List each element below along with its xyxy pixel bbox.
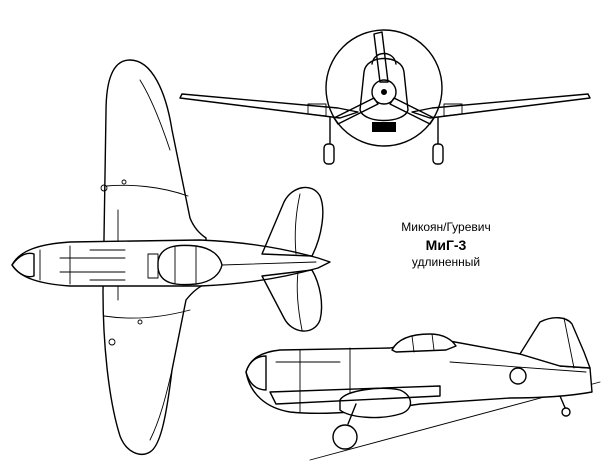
plan-tailplane-lower [261, 269, 323, 332]
plan-fuselage-spine [221, 261, 317, 266]
plan-tailplane-upper [261, 186, 324, 257]
front-blade-right [389, 97, 435, 125]
side-rudder-line [563, 317, 575, 369]
plan-elevator-upper [294, 193, 301, 255]
plan-rivet-1 [100, 184, 108, 192]
plan-wing-flap-lower [103, 309, 191, 319]
side-spinner [245, 355, 267, 391]
plan-aileron-lower [149, 369, 173, 441]
front-view [179, 29, 591, 165]
caption-model: МиГ-3 [425, 237, 467, 253]
plan-aileron-upper [139, 79, 171, 151]
front-radiator-left [307, 103, 327, 117]
plan-wing-flap-upper [105, 184, 189, 197]
side-canopy-frame-2 [431, 333, 435, 351]
side-canopy [391, 333, 457, 353]
front-blade-top [373, 31, 389, 83]
plan-spinner [11, 252, 35, 278]
side-radiator [339, 387, 412, 419]
plan-fuselage [11, 239, 331, 287]
front-wheel-left [323, 143, 335, 165]
caption-variant: удлиненный [411, 255, 481, 269]
front-chin-intake [372, 122, 396, 132]
side-canopy-frame-1 [411, 335, 415, 353]
plan-rivet-3 [108, 338, 116, 346]
plan-view [11, 59, 331, 455]
front-canopy [371, 52, 397, 65]
caption-designer: Микоян/Гуревич [401, 220, 491, 234]
side-tailwheel [561, 407, 571, 417]
side-view [245, 317, 601, 461]
front-radiator-right [443, 103, 463, 117]
plan-rivet-2 [121, 179, 127, 185]
front-propeller-disc [325, 29, 443, 147]
side-fuselage-stringer [449, 361, 587, 373]
side-fuselage [245, 339, 593, 414]
side-gear-leg [347, 403, 357, 425]
plan-wing [102, 59, 207, 455]
side-wing-root [269, 385, 441, 405]
plan-seat [147, 253, 159, 279]
plan-rivet-4 [137, 319, 143, 325]
front-wing-left [179, 93, 359, 119]
side-main-wheel [332, 424, 358, 450]
front-blade-left [333, 97, 379, 125]
front-spinner-hub [381, 89, 387, 95]
plan-elevator-lower [296, 271, 303, 331]
front-wheel-right [432, 143, 444, 165]
side-star-insignia [509, 367, 527, 385]
